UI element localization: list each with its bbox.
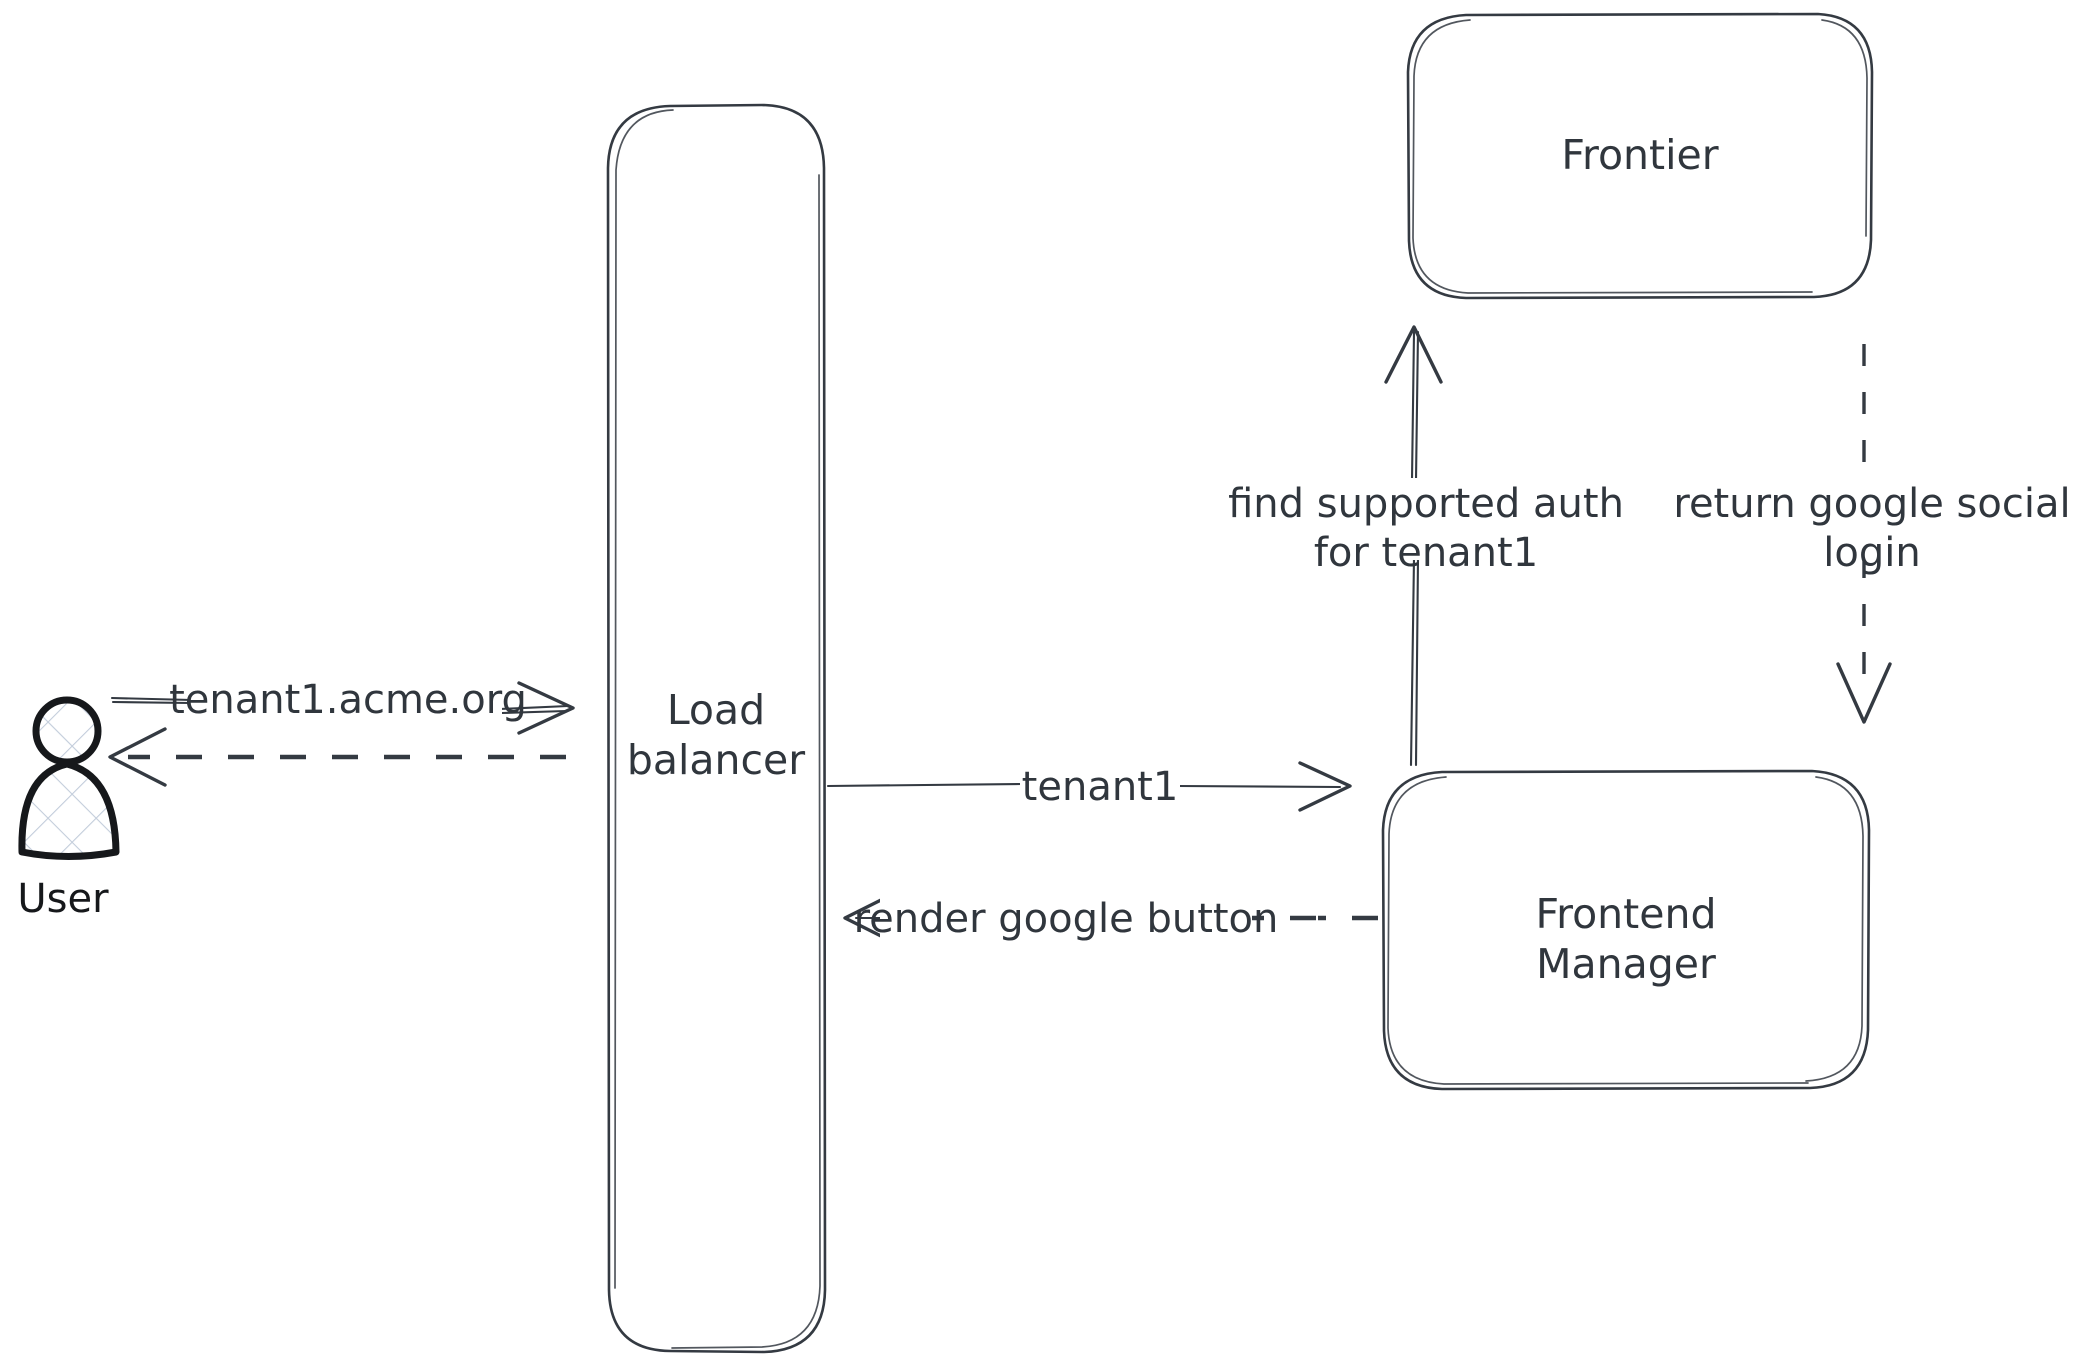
- actor-user[interactable]: [18, 696, 120, 860]
- edge-label-frontier-to-fm-line2: login: [1823, 530, 1920, 576]
- edge-label-user-to-lb: tenant1.acme.org: [169, 677, 527, 723]
- node-label-frontier: Frontier: [1561, 131, 1718, 179]
- node-frontend-manager[interactable]: [1381, 769, 1871, 1091]
- node-label-frontend-manager-line1: Frontend: [1536, 890, 1717, 938]
- edge-fm-to-frontier: [1384, 325, 1443, 767]
- node-frontier[interactable]: [1406, 12, 1874, 300]
- edge-label-frontier-to-fm-line1: return google social: [1673, 481, 2070, 527]
- edge-user-to-lb: [110, 681, 575, 735]
- edge-label-fm-to-frontier-line2: for tenant1: [1314, 530, 1538, 576]
- node-load-balancer[interactable]: [606, 103, 827, 1354]
- edge-label-fm-to-lb: render google button: [854, 896, 1279, 942]
- edge-label-fm-to-frontier-line1: find supported auth: [1228, 481, 1624, 527]
- edge-label-lb-to-fm: tenant1: [1022, 764, 1179, 810]
- node-label-frontend-manager-line2: Manager: [1536, 940, 1716, 988]
- node-label-load-balancer-line1: Load: [667, 686, 765, 734]
- label-plate-1: [190, 676, 502, 728]
- label-plate-2: [1020, 762, 1180, 812]
- label-plate-5: [1672, 478, 2072, 560]
- node-label-load-balancer-line2: balancer: [627, 736, 805, 784]
- edge-lb-to-user: [108, 727, 566, 787]
- label-plate-3: [880, 892, 1252, 946]
- person-icon-head: [32, 696, 102, 766]
- edge-fm-to-lb: [843, 892, 1378, 944]
- edge-lb-to-fm: [826, 761, 1352, 812]
- label-plate-4: [1222, 478, 1630, 560]
- actor-label-user: User: [17, 876, 109, 922]
- person-icon-body: [18, 760, 120, 860]
- edge-frontier-to-fm: [1836, 344, 1892, 724]
